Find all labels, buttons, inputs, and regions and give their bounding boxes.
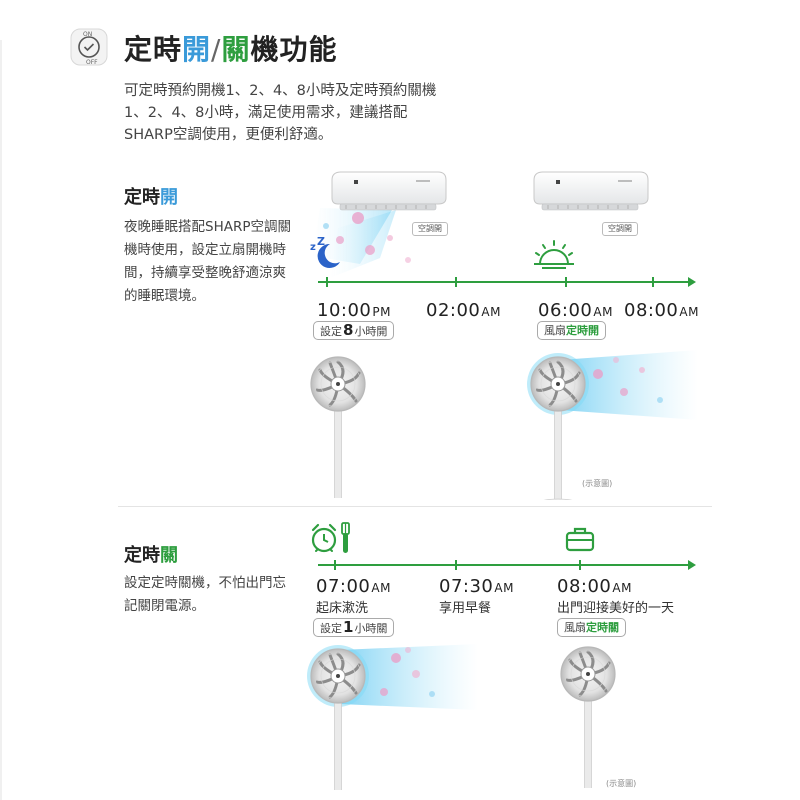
svg-text:Z: Z [317, 236, 325, 248]
section-off-description: 設定定時關機，不怕出門忘記關閉電源。 [124, 575, 286, 614]
toothbrush-icon [341, 522, 350, 553]
on-off-timer-icon: ON OFF [70, 28, 108, 66]
time-caption: 享用早餐 [439, 601, 492, 616]
standing-fan-blowing [527, 350, 698, 500]
time-label: 02:00AM [426, 300, 501, 321]
timeline-on-arrow [688, 277, 696, 287]
standing-fan-icon [527, 353, 589, 500]
standing-fan-icon [559, 645, 617, 788]
briefcase-icon [565, 527, 595, 552]
timeline-on-tick [565, 277, 567, 287]
icon-off-text: OFF [86, 59, 98, 66]
standing-fan-icon [307, 645, 369, 790]
left-edge-rule [0, 40, 2, 800]
sunrise-icon [534, 240, 574, 269]
timeline-on-tick [652, 277, 654, 287]
timeline-on-tick [455, 277, 457, 287]
timeline-on-tick [326, 277, 328, 287]
ac-left-label: 空調開 [412, 222, 448, 236]
section-off-title: 定時關 [124, 545, 178, 566]
time-label: 07:30AM [439, 576, 514, 597]
section-divider [118, 506, 712, 507]
standing-fan-idle [559, 645, 617, 788]
timeline-off-tick [455, 560, 457, 570]
svg-text:z: z [310, 242, 316, 253]
set-1-hour-off-pill: 設定1小時關 [313, 618, 395, 637]
alarm-clock-icon [311, 522, 350, 553]
illustration-note: (示意圖) [582, 479, 613, 488]
time-caption: 起床漱洗 [316, 601, 369, 616]
illustration-note: (示意圖) [606, 779, 637, 788]
sleep-moon-icon: z Z [310, 236, 340, 268]
air-conditioner-right-icon [533, 171, 649, 211]
time-label: 08:00AM [557, 576, 632, 597]
time-label: 07:00AM [316, 576, 391, 597]
time-label: 10:00PM [317, 300, 391, 321]
timeline-off-line [318, 564, 690, 566]
time-caption: 出門迎接美好的一天 [557, 601, 675, 616]
air-conditioner-icon [331, 171, 447, 211]
timeline-off-tick [334, 560, 336, 570]
section-on-title: 定時開 [124, 187, 178, 208]
timeline-off-arrow [688, 560, 696, 570]
standing-fan-blowing [307, 644, 478, 790]
standing-fan-icon [309, 355, 367, 498]
time-label: 08:00AM [624, 300, 699, 321]
set-8-hour-on-pill: 設定8小時開 [313, 321, 395, 340]
fan-timer-off-pill: 風扇定時關 [557, 618, 626, 637]
air-conditioner-left-scene [312, 171, 447, 278]
time-label: 06:00AM [538, 300, 613, 321]
section-on-description: 夜晚睡眠搭配SHARP空調關機時使用，設定立扇開機時間，持續享受整晚舒適涼爽的睡… [124, 219, 291, 304]
intro-text: 可定時預約開機1、2、4、8小時及定時預約關機1、2、4、8小時，滿足使用需求，… [124, 83, 437, 143]
timeline-on-line [318, 281, 690, 283]
standing-fan-idle [309, 355, 367, 498]
fan-timer-on-pill: 風扇定時開 [537, 321, 606, 340]
icon-on-text: ON [83, 31, 92, 38]
page-title: 定時開/關機功能 [124, 33, 338, 66]
timeline-off-tick [579, 560, 581, 570]
ac-right-label: 空調開 [602, 222, 638, 236]
